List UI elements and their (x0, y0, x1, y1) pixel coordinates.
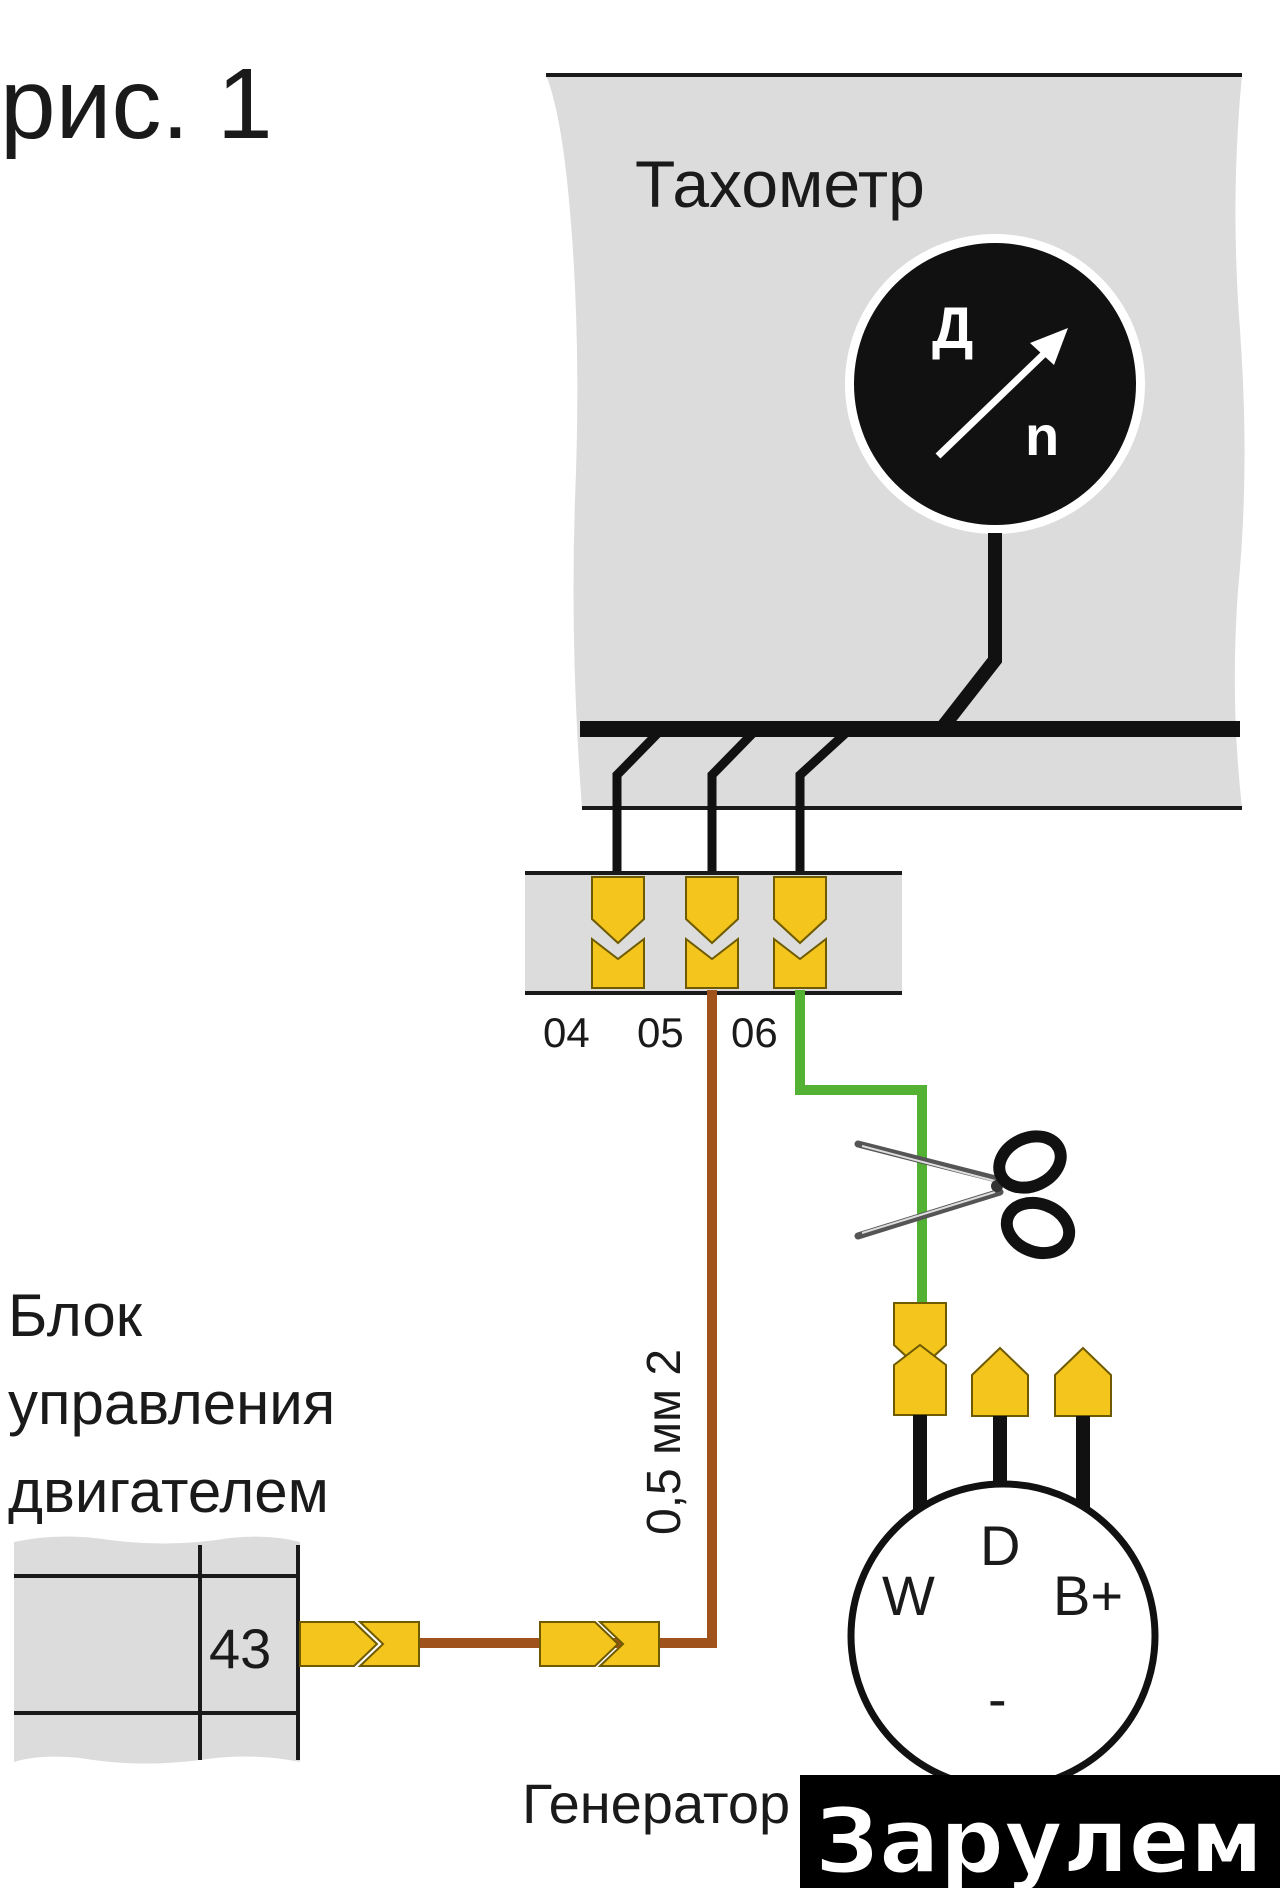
brown-wire-inline-connector (539, 1621, 660, 1667)
gauge-face (854, 243, 1136, 525)
connector-terminal-06 (773, 876, 827, 989)
gauge-symbol: n (1025, 404, 1059, 467)
scissors-icon (854, 1130, 1076, 1260)
generator-label: Генератор (522, 1772, 790, 1835)
gauge-lead-wire (936, 533, 1002, 733)
generator-terminal-d-connector (971, 1346, 1029, 1417)
pin-label-06: 06 (731, 1009, 778, 1056)
figure-label: рис. 1 (0, 48, 273, 160)
generator-terminal-w-connector (893, 1302, 947, 1416)
connector-terminal-05 (685, 876, 739, 989)
watermark-logo: Зарулем (800, 1775, 1280, 1888)
generator-terminal-bplus: B+ (1053, 1564, 1123, 1627)
ecu-pin-label: 43 (209, 1617, 271, 1680)
generator-terminal-minus: - (988, 1667, 1007, 1730)
ecu-title-line-3: двигателем (8, 1458, 329, 1525)
ecu-title-line-1: Блок (8, 1282, 143, 1349)
gauge-needle-arrowhead (1030, 328, 1068, 365)
generator: W D B+ - (847, 1480, 1159, 1792)
ecu-terminal-connector (299, 1621, 420, 1667)
lead-pin-06 (795, 727, 852, 880)
green-wire (795, 990, 927, 1310)
generator-terminal-bplus-connector (1054, 1346, 1112, 1417)
gauge-letter: Д (932, 296, 973, 361)
gauge-needle (935, 347, 1051, 459)
wire-cross-section-label: 0,5 мм 2 (638, 1349, 691, 1535)
watermark-text: Зарулем (815, 1789, 1263, 1888)
tachometer-title: Тахометр (635, 147, 925, 221)
pin-label-05: 05 (637, 1009, 684, 1056)
ecu-title-line-2: управления (8, 1370, 335, 1437)
connector-block: 04 05 06 (525, 871, 902, 1056)
generator-terminal-d: D (980, 1514, 1020, 1577)
lead-pin-04 (612, 727, 664, 880)
tachometer-gauge: Д n (845, 234, 1145, 534)
brown-wire (412, 990, 717, 1648)
ecu-block: 43 (14, 1536, 300, 1764)
lead-pin-05 (707, 727, 759, 880)
pin-label-04: 04 (543, 1009, 590, 1056)
connector-terminal-04 (591, 876, 645, 989)
ecu-block-body (14, 1536, 300, 1764)
generator-terminal-w: W (882, 1564, 935, 1627)
